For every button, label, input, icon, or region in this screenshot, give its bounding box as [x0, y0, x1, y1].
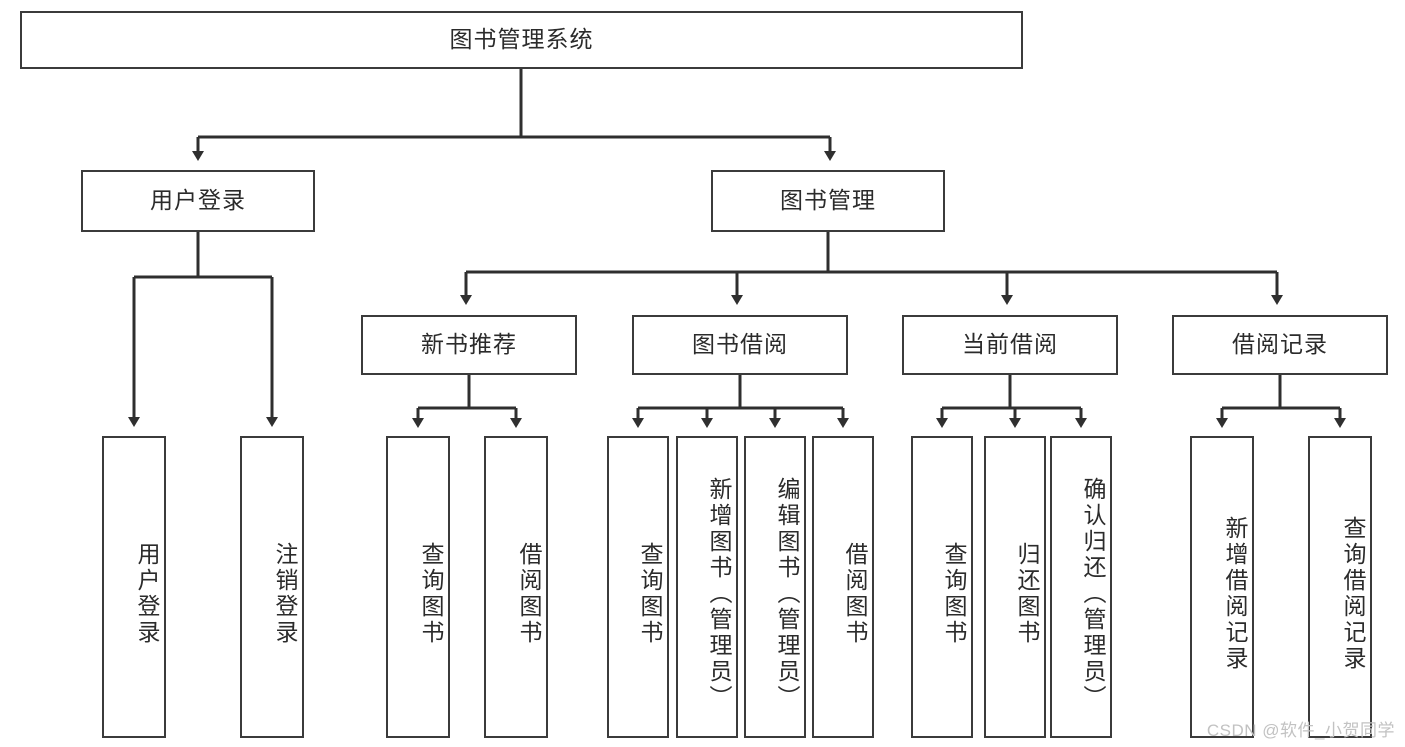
leaf-recommend-borrow-book[interactable]: 借阅图书	[484, 436, 548, 738]
leaf-record-query-borrow-record-label: 查询借阅记录	[1340, 516, 1366, 672]
node-current-borrow-label: 当前借阅	[962, 331, 1058, 358]
leaf-current-query-book-label: 查询图书	[941, 542, 967, 646]
leaf-borrow-edit-book-admin[interactable]: 编辑图书（管理员）	[744, 436, 806, 738]
node-root[interactable]: 图书管理系统	[20, 11, 1023, 69]
leaf-current-confirm-return-admin[interactable]: 确认归还（管理员）	[1050, 436, 1112, 738]
node-current-borrow[interactable]: 当前借阅	[902, 315, 1118, 375]
leaf-current-return-book[interactable]: 归还图书	[984, 436, 1046, 738]
leaf-recommend-borrow-book-label: 借阅图书	[516, 542, 542, 646]
node-root-label: 图书管理系统	[449, 26, 594, 53]
leaf-record-add-borrow-record[interactable]: 新增借阅记录	[1190, 436, 1254, 738]
leaf-current-return-book-label: 归还图书	[1014, 542, 1040, 646]
leaf-borrow-query-book[interactable]: 查询图书	[607, 436, 669, 738]
node-new-book-recommend[interactable]: 新书推荐	[361, 315, 577, 375]
leaf-user-logout-label: 注销登录	[272, 542, 298, 646]
leaf-record-add-borrow-record-label: 新增借阅记录	[1222, 516, 1248, 672]
leaf-borrow-borrow-book-label: 借阅图书	[842, 542, 868, 646]
node-book-management-label: 图书管理	[780, 187, 876, 214]
leaf-recommend-query-book-label: 查询图书	[418, 542, 444, 646]
leaf-current-confirm-return-admin-label: 确认归还（管理员）	[1080, 477, 1106, 711]
leaf-borrow-borrow-book[interactable]: 借阅图书	[812, 436, 874, 738]
leaf-borrow-query-book-label: 查询图书	[637, 542, 663, 646]
node-borrow-record-label: 借阅记录	[1232, 331, 1328, 358]
leaf-user-login-label: 用户登录	[134, 542, 160, 646]
node-user-login[interactable]: 用户登录	[81, 170, 315, 232]
csdn-watermark: CSDN @软件_小贺同学	[1206, 721, 1395, 740]
node-borrow-record[interactable]: 借阅记录	[1172, 315, 1388, 375]
leaf-borrow-edit-book-admin-label: 编辑图书（管理员）	[774, 477, 800, 711]
leaf-user-logout[interactable]: 注销登录	[240, 436, 304, 738]
node-book-borrow[interactable]: 图书借阅	[632, 315, 848, 375]
node-user-login-label: 用户登录	[150, 187, 246, 214]
node-book-management[interactable]: 图书管理	[711, 170, 945, 232]
leaf-record-query-borrow-record[interactable]: 查询借阅记录	[1308, 436, 1372, 738]
leaf-borrow-add-book-admin-label: 新增图书（管理员）	[706, 477, 732, 711]
leaf-recommend-query-book[interactable]: 查询图书	[386, 436, 450, 738]
leaf-user-login[interactable]: 用户登录	[102, 436, 166, 738]
leaf-current-query-book[interactable]: 查询图书	[911, 436, 973, 738]
node-new-book-recommend-label: 新书推荐	[421, 331, 517, 358]
leaf-borrow-add-book-admin[interactable]: 新增图书（管理员）	[676, 436, 738, 738]
node-book-borrow-label: 图书借阅	[692, 331, 788, 358]
